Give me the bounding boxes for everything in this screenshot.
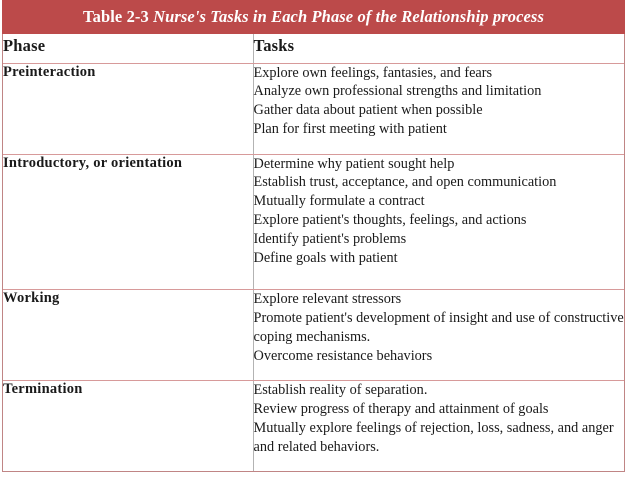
task-item: Establish reality of separation. [253,382,428,399]
phase-label: Introductory, or orientation [3,154,183,171]
tasks-cell: Explore own feelings, fantasies, and fea… [253,63,625,155]
tasks-cell: Establish reality of separation. Review … [253,380,625,471]
task-item: Overcome resistance behaviors [253,347,433,364]
table-header-row: Phase Tasks [3,34,624,64]
phase-label: Working [3,290,60,307]
table-title-rest: Nurse's Tasks in Each Phase of the Relat… [148,6,544,26]
task-item: Explore patient's thoughts, feelings, an… [253,212,527,229]
phase-cell: Introductory, or orientation [3,154,254,291]
task-item: Identify patient's problems [253,230,407,247]
task-list: Explore own feelings, fantasies, and fea… [254,64,625,139]
task-list: Explore relevant stressors Promote patie… [254,290,625,365]
nurse-tasks-table: Phase Tasks Preinteraction Explore own f… [3,34,624,471]
task-item: Establish trust, acceptance, and open co… [253,174,557,191]
phase-cell: Working [3,289,254,382]
column-header-tasks: Tasks [253,36,295,55]
phase-cell: Termination [3,380,254,471]
phase-label: Preinteraction [3,63,96,80]
table-title-prefix: Table 2-3 [83,6,149,26]
task-item: Plan for first meeting with patient [253,121,447,138]
table-title: Table 2-3 Nurse's Tasks in Each Phase of… [83,6,544,26]
task-list: Establish reality of separation. Review … [254,381,625,456]
task-item: Review progress of therapy and attainmen… [253,401,549,418]
phase-cell: Preinteraction [3,63,254,155]
table-row: Introductory, or orientation Determine w… [3,154,625,291]
task-item: Gather data about patient when possible [253,102,483,119]
task-item: Analyze own professional strengths and l… [253,83,542,100]
task-item: Define goals with patient [253,249,398,266]
table-row: Working Explore relevant stressors Promo… [3,289,625,382]
table-title-banner: Table 2-3 Nurse's Tasks in Each Phase of… [2,0,625,34]
task-item: Mutually formulate a contract [253,193,425,210]
task-item: Determine why patient sought help [253,155,455,172]
table-row: Termination Establish reality of separat… [3,380,625,471]
tasks-cell: Determine why patient sought help Establ… [253,154,625,291]
table-container: Phase Tasks Preinteraction Explore own f… [2,34,625,472]
phase-label: Termination [3,381,83,398]
task-item: Explore own feelings, fantasies, and fea… [253,64,493,81]
tasks-cell: Explore relevant stressors Promote patie… [253,289,625,382]
header-cell-tasks: Tasks [253,34,624,64]
header-cell-phase: Phase [3,34,254,64]
task-item: Promote patient's development of insight… [253,310,624,345]
column-header-phase: Phase [3,36,46,55]
task-list: Determine why patient sought help Establ… [254,155,625,268]
task-item: Explore relevant stressors [253,291,402,308]
table-row: Preinteraction Explore own feelings, fan… [3,63,625,155]
task-item: Mutually explore feelings of rejection, … [253,419,614,455]
